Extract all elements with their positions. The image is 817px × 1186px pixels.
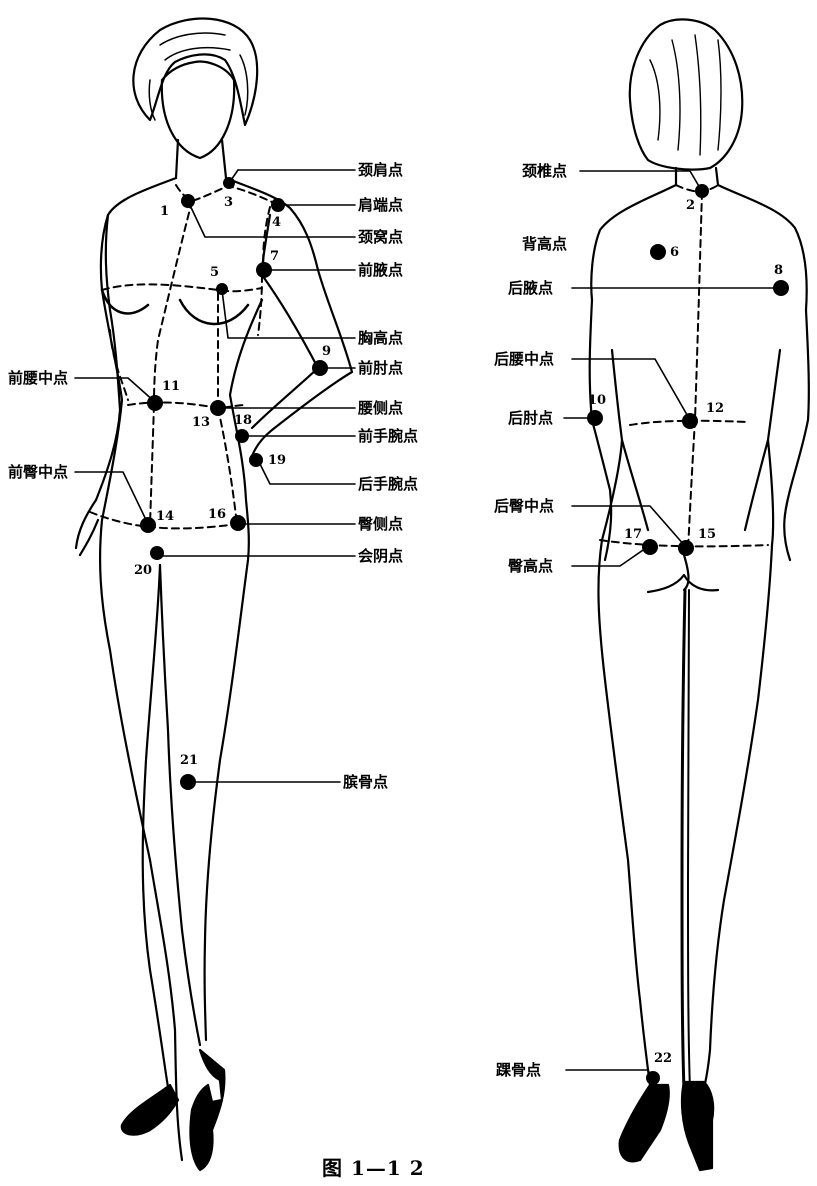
num-8: 8 (774, 264, 783, 278)
num-12: 12 (706, 402, 724, 416)
num-7: 7 (270, 250, 279, 264)
num-5: 5 (210, 266, 219, 280)
marker-20 (150, 546, 164, 560)
label-hip-height: 臀高点 (508, 558, 553, 574)
num-4: 4 (272, 216, 281, 230)
figure-caption: 图 1—1 2 (322, 1152, 425, 1181)
label-waist-side: 腰侧点 (358, 400, 403, 416)
marker-18 (235, 429, 249, 443)
marker-11 (147, 395, 163, 411)
label-bust-point: 胸高点 (358, 330, 403, 346)
label-front-elbow: 前肘点 (358, 360, 403, 376)
num-17: 17 (624, 528, 642, 542)
num-10: 10 (588, 394, 606, 408)
marker-19 (249, 453, 263, 467)
marker-15 (678, 540, 694, 556)
label-back-wrist: 后手腕点 (358, 476, 418, 492)
label-back-waist-center: 后腰中点 (494, 351, 554, 367)
marker-2 (695, 184, 709, 198)
num-11: 11 (162, 380, 180, 394)
back-hair (630, 19, 742, 169)
back-right-shoe (682, 1082, 713, 1170)
marker-1 (181, 194, 195, 208)
marker-14 (140, 517, 156, 533)
label-front-waist-center: 前腰中点 (8, 370, 68, 386)
marker-12 (682, 413, 698, 429)
label-crotch: 会阴点 (358, 548, 403, 564)
num-20: 20 (134, 564, 152, 578)
marker-13 (210, 400, 226, 416)
label-kneecap: 膑骨点 (343, 774, 388, 790)
marker-8 (773, 280, 789, 296)
label-neck-shoulder: 颈肩点 (358, 162, 403, 178)
num-14: 14 (156, 510, 174, 524)
num-9: 9 (322, 345, 331, 359)
num-19: 19 (268, 454, 286, 468)
front-right-shoe (190, 1050, 224, 1170)
num-15: 15 (698, 528, 716, 542)
num-6: 6 (670, 246, 679, 260)
marker-17 (642, 539, 658, 555)
marker-9 (312, 360, 328, 376)
back-left-shoe (620, 1085, 669, 1161)
label-neck-vertebra: 颈椎点 (522, 163, 567, 179)
num-21: 21 (180, 754, 198, 768)
label-front-hip-center: 前臀中点 (8, 464, 68, 480)
label-back-hip-center: 后臀中点 (494, 498, 554, 514)
label-back-elbow: 后肘点 (508, 410, 553, 426)
marker-7 (256, 262, 272, 278)
markers (140, 177, 789, 1085)
label-shoulder-end: 肩端点 (358, 197, 403, 213)
label-hip-side: 臀侧点 (358, 516, 403, 532)
num-22: 22 (654, 1052, 672, 1066)
label-back-armpit: 后腋点 (508, 280, 553, 296)
marker-3 (223, 177, 235, 189)
marker-5 (216, 283, 228, 295)
label-neck-hollow: 颈窝点 (358, 229, 403, 245)
marker-22 (646, 1071, 660, 1085)
leader-lines (75, 170, 780, 1078)
num-3: 3 (224, 196, 233, 210)
label-back-height: 背高点 (522, 236, 567, 252)
label-front-armpit: 前腋点 (358, 262, 403, 278)
marker-21 (180, 774, 196, 790)
num-1: 1 (160, 205, 169, 219)
label-ankle: 踝骨点 (496, 1062, 541, 1078)
num-18: 18 (234, 414, 252, 428)
num-16: 16 (208, 508, 226, 522)
marker-4 (271, 198, 285, 212)
marker-6 (650, 244, 666, 260)
num-13: 13 (192, 416, 210, 430)
front-hair (133, 19, 257, 125)
marker-10 (587, 410, 603, 426)
num-2: 2 (686, 199, 695, 213)
marker-16 (230, 515, 246, 531)
front-left-shoe (122, 1085, 178, 1135)
front-figure (76, 19, 352, 1170)
label-front-wrist: 前手腕点 (358, 428, 418, 444)
